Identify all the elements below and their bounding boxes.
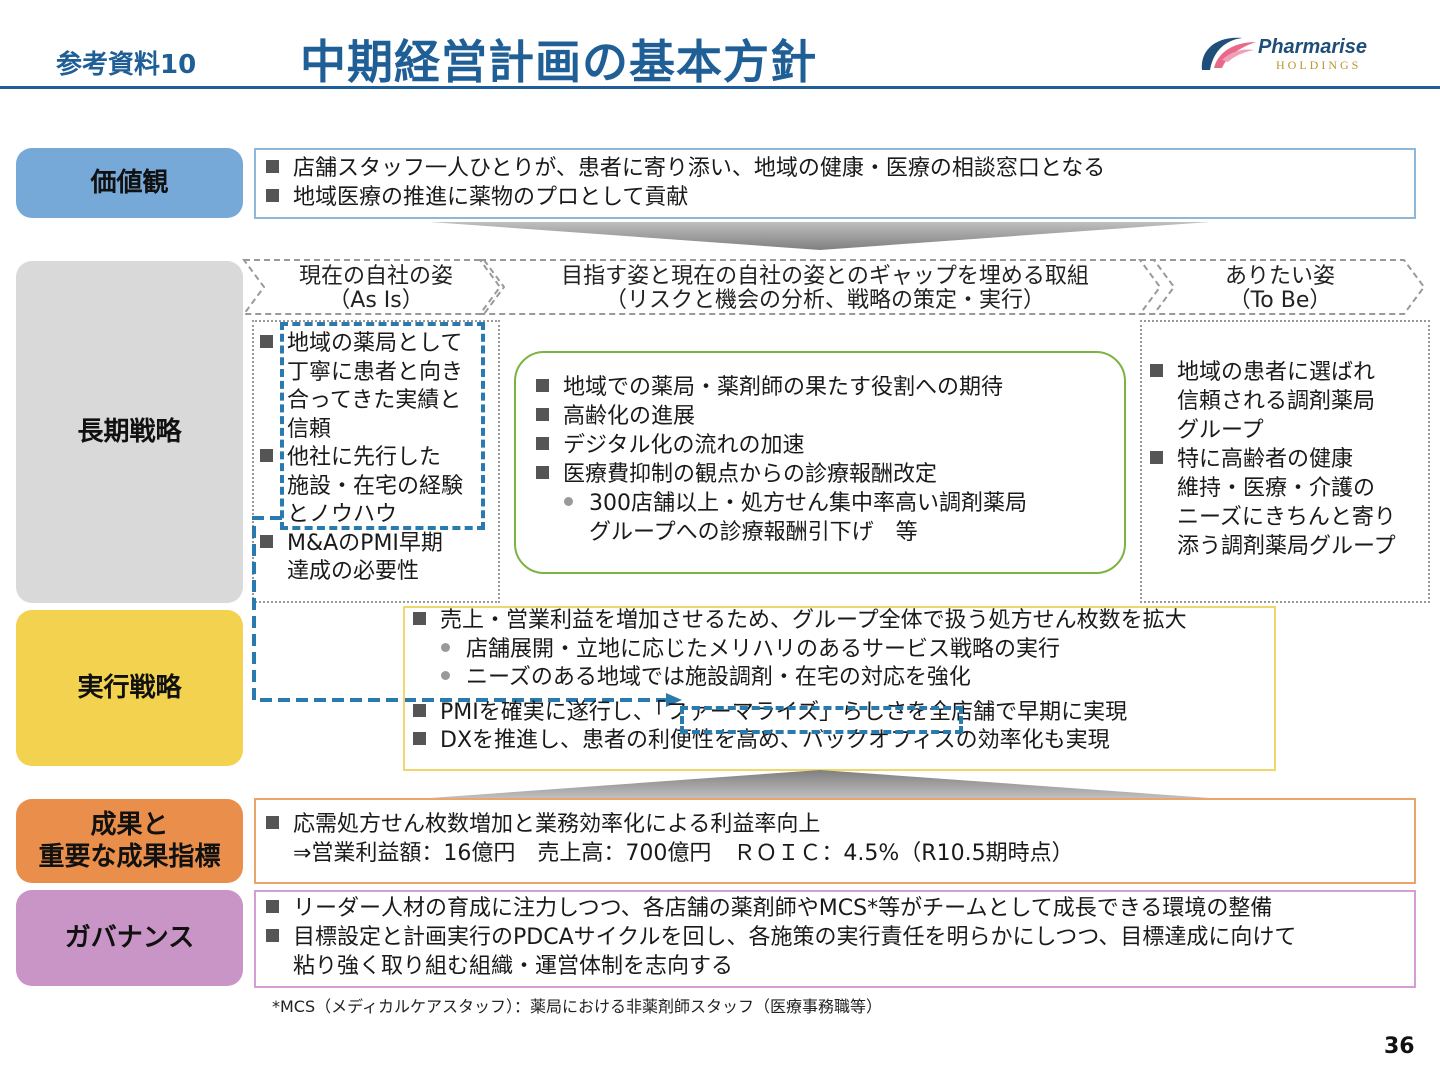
chevron-to-be-icon — [1138, 259, 1426, 315]
list-item: 売上・営業利益を増加させるため、グループ全体で扱う処方せん枚数を拡大 — [413, 607, 1187, 636]
square-bullet-icon — [266, 189, 279, 202]
down-arrow-icon — [430, 222, 1210, 250]
list-item: PMIを確実に遂行し、「ファーマライズ」らしさを全店舗で早期に実現 — [413, 699, 1187, 728]
category-results-kpi: 成果と重要な成果指標 — [16, 799, 243, 883]
list-item: 店舗スタッフ一人ひとりが、患者に寄り添い、地域の健康・医療の相談窓口となる — [266, 154, 1105, 183]
phase-gap-label: 目指す姿と現在の自社の姿とのギャップを埋める取組（リスクと機会の分析、戦略の策定… — [561, 264, 1089, 313]
logo-name: Pharmarise — [1258, 36, 1367, 58]
list-item: 高齢化の進展 — [536, 402, 1027, 431]
reference-label: 参考資料10 — [56, 50, 197, 80]
square-bullet-icon — [266, 816, 279, 829]
phase-chevrons — [242, 259, 1426, 315]
list-item: M&AのPMI早期 — [260, 530, 463, 559]
list-item: 医療費抑制の観点からの診療報酬改定 — [536, 460, 1027, 489]
square-bullet-icon — [413, 703, 426, 717]
gap-list: 地域での薬局・薬剤師の果たす役割への期待 高齢化の進展 デジタル化の流れの加速 … — [536, 373, 1027, 547]
square-bullet-icon — [413, 732, 426, 745]
to-be-box — [1140, 320, 1430, 603]
sub-list-item: 店舗展開・立地に応じたメリハリのあるサービス戦略の実行 — [413, 636, 1187, 665]
square-bullet-icon — [260, 534, 273, 548]
highlight-dashed-box — [280, 322, 485, 530]
category-values: 価値観 — [16, 148, 243, 218]
category-governance: ガバナンス — [16, 890, 243, 986]
as-is-list: 地域の薬局として 丁寧に患者と向き 合ってきた実績と 信頼 他社に先行した 施設… — [260, 330, 463, 587]
governance-box: リーダー人材の育成に注力しつつ、各店舗の薬剤師やMCS*等がチームとして成長でき… — [254, 890, 1416, 988]
execution-box — [403, 606, 1276, 771]
list-item: 地域の薬局として — [260, 330, 463, 359]
square-bullet-icon — [536, 437, 549, 450]
square-bullet-icon — [266, 900, 279, 913]
sub-list-item: ニーズのある地域では施設調剤・在宅の対応を強化 — [413, 664, 1187, 693]
footnote: *MCS（メディカルケアスタッフ）：薬局における非薬剤師スタッフ（医療事務職等） — [272, 997, 883, 1016]
square-bullet-icon — [413, 612, 426, 625]
phase-as-is-label: 現在の自社の姿（As Is） — [298, 264, 453, 313]
logo-swoosh-icon — [1201, 37, 1256, 70]
as-is-box — [252, 320, 500, 603]
category-long-term-strategy: 長期戦略 — [16, 261, 243, 603]
connector-arrow-icon — [252, 516, 682, 707]
list-item: 目標設定と計画実行のPDCAサイクルを回し、各施策の実行責任を明らかにしつつ、目… — [266, 923, 1296, 952]
dot-bullet-icon — [441, 671, 450, 680]
square-bullet-icon — [266, 929, 279, 942]
square-bullet-icon — [536, 408, 549, 421]
kpi-detail: ⇒営業利益額：16億円 売上高：700億円 ＲＯＩＣ：4.5%（R10.5期時点… — [293, 841, 1074, 866]
header-divider — [0, 86, 1440, 89]
page-number: 36 — [1384, 1034, 1415, 1059]
up-arrow-icon — [430, 770, 1210, 798]
to-be-list: 地域の患者に選ばれ 信頼される調剤薬局 グループ 特に高齢者の健康 維持・医療・… — [1150, 358, 1396, 561]
list-item: デジタル化の流れの加速 — [536, 431, 1027, 460]
logo-subtext: HOLDINGS — [1276, 58, 1362, 72]
category-execution-strategy: 実行戦略 — [16, 610, 243, 766]
results-box: 応需処方せん枚数増加と業務効率化による利益率向上 ⇒営業利益額：16億円 売上高… — [254, 798, 1416, 884]
list-item: リーダー人材の育成に注力しつつ、各店舗の薬剤師やMCS*等がチームとして成長でき… — [266, 894, 1296, 923]
dot-bullet-icon — [441, 642, 450, 652]
sub-list-item: 300店舗以上・処方せん集中率高い調剤薬局 — [536, 489, 1027, 518]
dot-bullet-icon — [564, 497, 573, 506]
page-title: 中期経営計画の基本方針 — [300, 35, 817, 89]
company-logo: Pharmarise HOLDINGS — [1194, 30, 1394, 76]
list-item: 特に高齢者の健康 — [1150, 445, 1396, 474]
gap-box — [514, 351, 1126, 574]
list-item: 地域医療の推進に薬物のプロとして貢献 — [266, 183, 1105, 212]
list-item: 地域での薬局・薬剤師の果たす役割への期待 — [536, 373, 1027, 402]
highlight-dashed-box — [680, 706, 963, 734]
square-bullet-icon — [1150, 364, 1163, 377]
list-item: 応需処方せん枚数増加と業務効率化による利益率向上 — [266, 810, 1074, 839]
phase-to-be-label: ありたい姿（To Be） — [1224, 264, 1335, 313]
square-bullet-icon — [260, 449, 273, 462]
list-item: 他社に先行した — [260, 444, 463, 473]
square-bullet-icon — [266, 160, 279, 173]
list-item: 地域の患者に選ばれ — [1150, 358, 1396, 387]
square-bullet-icon — [536, 379, 549, 392]
values-box: 店舗スタッフ一人ひとりが、患者に寄り添い、地域の健康・医療の相談窓口となる 地域… — [254, 148, 1416, 219]
square-bullet-icon — [260, 335, 273, 348]
square-bullet-icon — [1150, 451, 1163, 464]
square-bullet-icon — [536, 466, 549, 479]
